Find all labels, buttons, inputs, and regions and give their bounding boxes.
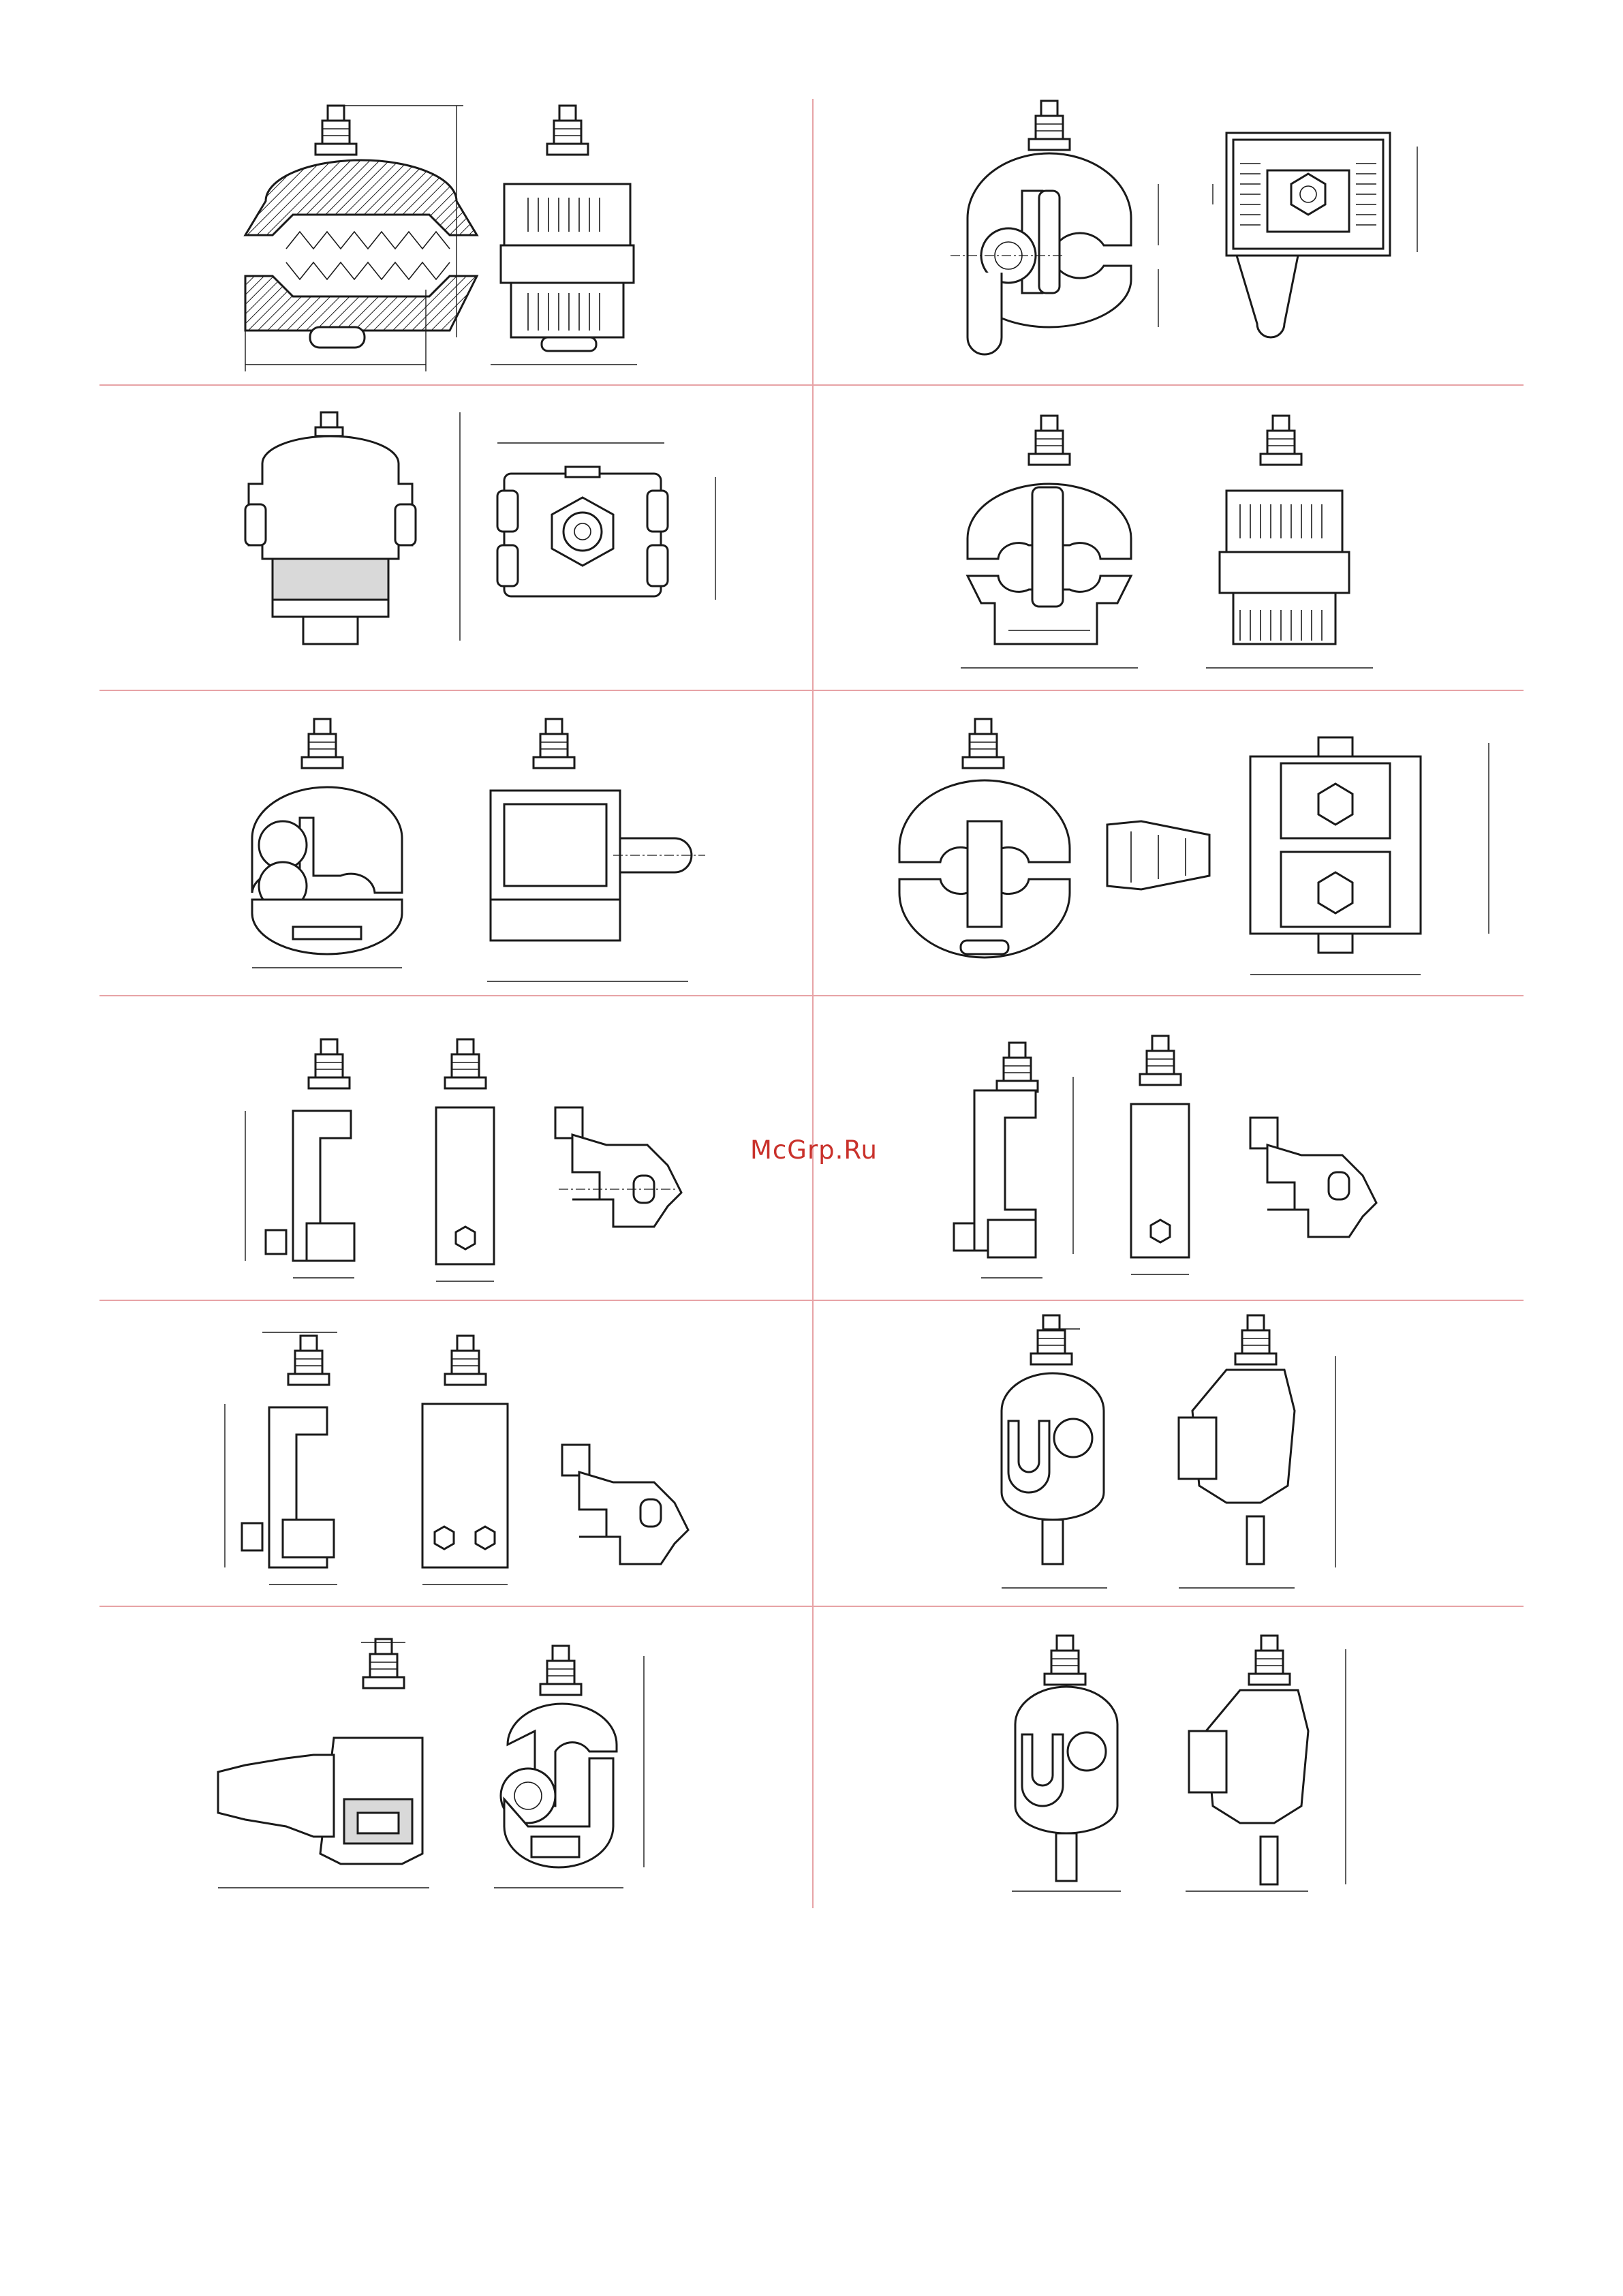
- drawing-cell-d6: [899, 719, 1489, 975]
- drawing-cell-d10: [1002, 1315, 1335, 1588]
- drawing-cell-d4: [961, 416, 1373, 668]
- drawing-cell-d5: [252, 719, 705, 981]
- drawing-cell-d9: [225, 1332, 688, 1585]
- drawing-cell-d12: [1012, 1636, 1346, 1891]
- drawing-cell-d7: [245, 1039, 681, 1281]
- drawing-cell-d3: [245, 412, 715, 644]
- drawing-cell-d2: [950, 101, 1417, 354]
- watermark-text: McGrp.Ru: [750, 1130, 914, 1171]
- grid-lines: [99, 99, 1524, 1908]
- drawing-cell-d11: [218, 1639, 644, 1888]
- drawing-cell-d8: [954, 1036, 1376, 1278]
- drawing-cell-d1: [245, 106, 637, 371]
- teeth-row-upper: [286, 232, 450, 279]
